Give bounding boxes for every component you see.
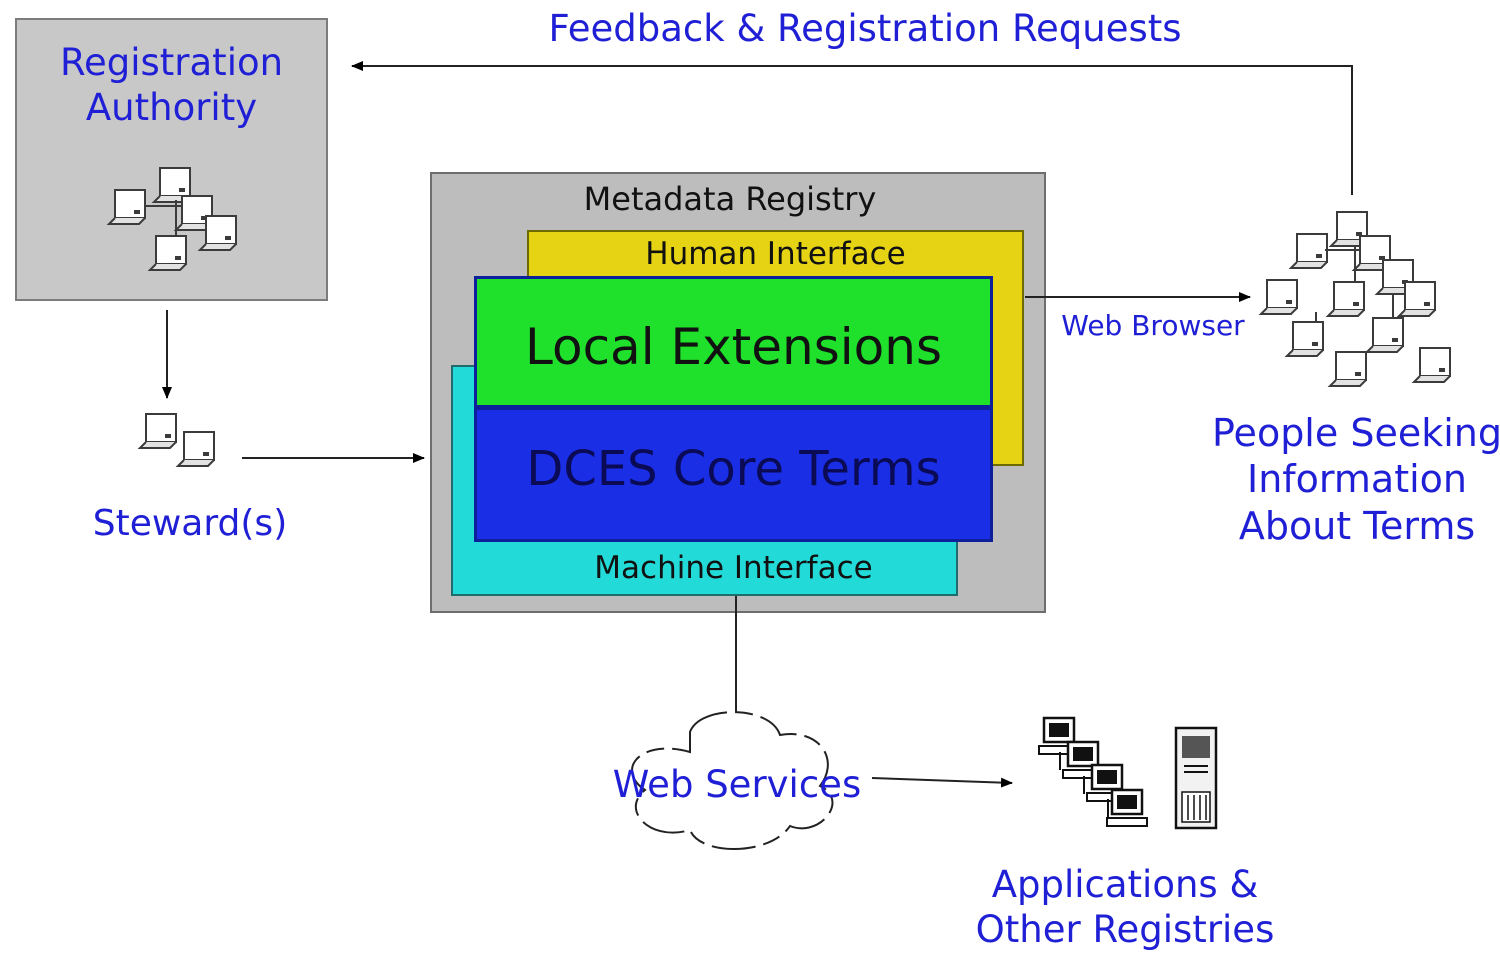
dces-core-terms-label: DCES Core Terms [526,441,941,497]
server-tower-icon [1174,726,1218,830]
metadata-registry-title: Metadata Registry [583,180,877,218]
people-crowd-icon [1260,211,1451,387]
cloud-icon [631,711,834,850]
local-extensions-label: Local Extensions [525,318,942,376]
feedback-label: Feedback & Registration Requests [548,7,1182,50]
people-label-line2: Information [1247,457,1467,502]
applications-label-line1: Applications & [991,863,1259,906]
dces-core-terms-box [474,407,993,542]
machine-interface-label: Machine Interface [594,550,873,586]
applications-label-line2: Other Registries [975,908,1275,952]
people-group-icon [108,167,237,271]
computer-network-icon [1037,716,1149,828]
registration-authority-line1: Registration [59,41,284,84]
registration-authority-title: Registration Authority [15,40,328,130]
registration-authority-line2: Authority [85,86,258,130]
applications-label: Applications & Other Registries [960,862,1290,952]
web-browser-label: Web Browser [1061,309,1245,342]
people-label-line3: About Terms [1238,503,1476,548]
web-services-to-applications-arrow [871,777,1013,788]
people-label-line1: People Seeking [1212,411,1500,455]
human-interface-label: Human Interface [645,236,906,272]
web-services-label: Web Services [612,763,862,806]
feedback-connector [351,61,1353,195]
people-pair-icon [139,413,215,467]
local-extensions-box [474,276,993,408]
people-seeking-info-label: People Seeking Information About Terms [1200,410,1500,549]
steward-label: Steward(s) [92,503,288,544]
